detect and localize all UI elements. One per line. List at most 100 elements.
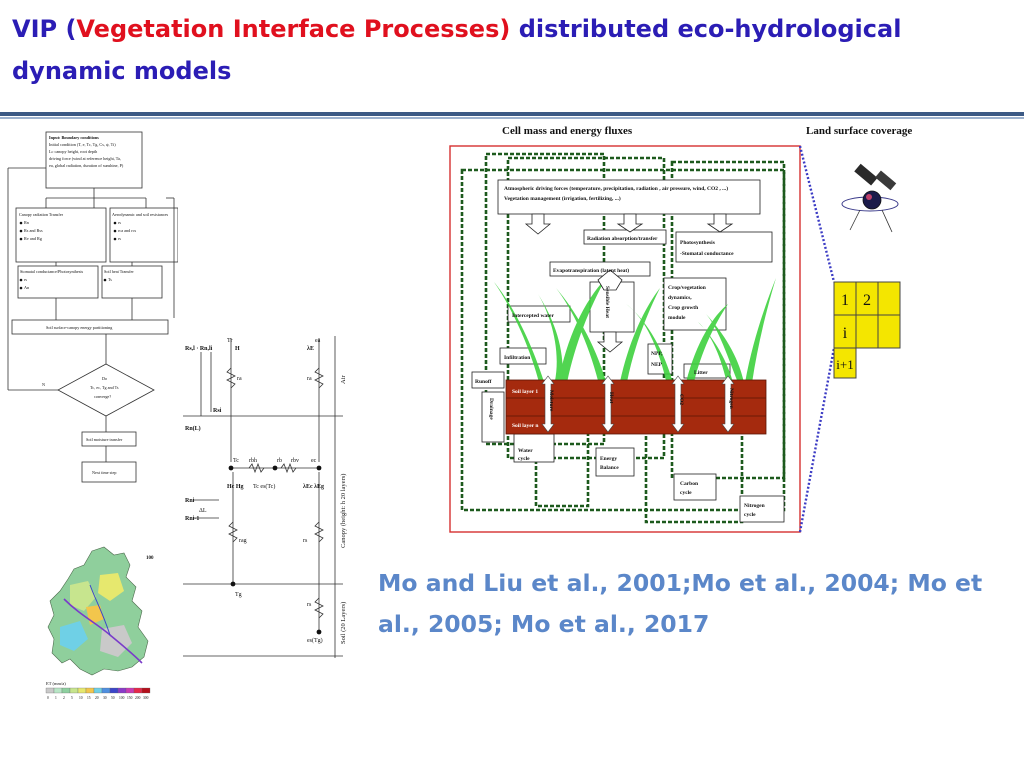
flow-soilheat-1: Ts (108, 277, 112, 282)
flux-carbon-1: Carbon (680, 481, 698, 487)
flow-aero-3: rs (118, 236, 121, 241)
res-ra-right: ra (307, 376, 312, 382)
flux-crop-4: module (668, 315, 686, 321)
flux-crop-3: Crop growth (668, 305, 698, 311)
legend-swatch (69, 687, 79, 694)
res-Tc-e: Tc es(Tc) (253, 483, 275, 490)
legend-value: 200 (135, 696, 141, 700)
res-rs-canopy: rs (303, 538, 308, 544)
map-scale: 100 (146, 556, 154, 561)
res-Tg: Tg (235, 592, 242, 598)
res-H: H (235, 346, 240, 352)
flux-drainage: Drainage (488, 398, 494, 420)
res-Rni1: Rni-1 (185, 516, 199, 522)
res-Rni: Rni (185, 498, 195, 504)
flux-heat: Heat (608, 392, 614, 403)
flux-intercepted: Intercepted water (512, 313, 554, 319)
flow-next-step: Next time step (92, 470, 116, 475)
flux-forcing-2: Vegetation management (irrigation, ferti… (504, 195, 621, 202)
flux-header-right: Land surface coverage (806, 125, 912, 137)
flow-aero-title: Aerodynamic and soil resistances (112, 212, 169, 217)
res-rb: rb (277, 458, 282, 464)
legend-value: 2 (63, 696, 65, 700)
res-ra-left: ra (237, 376, 242, 382)
flow-no-label: N (42, 382, 45, 387)
flow-decision-3: converge? (94, 394, 111, 399)
flux-forcing-1: Atmospheric driving forces (temperature,… (504, 185, 728, 192)
title-prefix: VIP ( (12, 15, 77, 43)
flux-sensible-heat: Sensible Heat (604, 286, 610, 318)
legend-swatch (77, 687, 87, 694)
res-deltaL: ΔL (199, 508, 207, 514)
flux-crop-1: Crop/vegetation (668, 285, 706, 291)
flux-water-cycle-2: cycle (518, 456, 530, 462)
res-air-label: Air (340, 375, 347, 385)
res-rs-soil: rs (307, 602, 312, 608)
res-ea-top: ea (315, 338, 321, 344)
flux-evapotranspiration: Evapotranspiration (latent heat) (553, 267, 629, 274)
grid-cell-i: i (843, 325, 848, 342)
flux-co2: CO2 (678, 394, 684, 405)
res-soil-label: Soil (20 Layers) (340, 602, 347, 644)
flux-soil-layer-n: Soil layer n (512, 423, 539, 429)
flow-partition: Soil surface-canopy energy partitioning (46, 325, 113, 330)
legend-value: 50 (111, 696, 115, 700)
grid-cell-i1: i+1 (836, 357, 853, 372)
title-divider (0, 112, 1024, 116)
legend-value: 5 (71, 696, 73, 700)
legend-swatch (85, 687, 95, 694)
flow-input-line-3: Lc canopy height, root depth (49, 149, 98, 155)
flow-decision-1: Do (102, 376, 107, 381)
res-Hc-Hg: Hc Hg (227, 484, 244, 490)
res-T-top: Tr (227, 338, 232, 344)
flux-crop-2: dynamics, (668, 295, 692, 301)
flow-radiation-3: Rv and Rg (24, 236, 43, 241)
flux-soil-layer-1: Soil layer 1 (512, 389, 538, 395)
res-lambdaEc: λEc λEg (303, 484, 324, 490)
legend-value: 1 (55, 696, 57, 700)
slide-title: VIP (Vegetation Interface Processes) dis… (12, 8, 1012, 92)
res-Rsi: Rsi (213, 408, 222, 414)
flux-litter: Litter (694, 370, 708, 376)
flux-moisture: Moisture (548, 390, 554, 412)
flux-radiation: Radiation absorption/transfer (587, 236, 658, 242)
res-rag: rag (239, 538, 247, 544)
flow-bullets (19, 221, 117, 290)
flux-carbon-2: cycle (680, 490, 692, 496)
citation-text: Mo and Liu et al., 2001;Mo et al., 2004;… (378, 569, 983, 638)
flow-soil-moisture: Soil moisture transfer (86, 437, 123, 442)
title-highlight: Vegetation Interface Processes) (76, 15, 511, 43)
flow-decision-2: Tc, ec, Tg and Ts (90, 385, 119, 391)
legend-value: 15 (87, 696, 91, 700)
title-divider-shadow (0, 117, 1024, 119)
flux-energy-1: Energy (600, 456, 617, 462)
resistance-network-figure: Rs,l · Rn,li Tr H ea λE ra ra Rsi Rn(L) … (183, 336, 347, 658)
legend-value: 300 (143, 696, 149, 700)
legend-swatch (53, 687, 63, 694)
flow-radiation-2: Rs and Rss (24, 228, 43, 233)
flux-energy-2: Balance (600, 465, 619, 471)
legend-value: 100 (119, 696, 125, 700)
flow-aero-2: rca and rcs (118, 228, 137, 233)
legend-value: 30 (103, 696, 107, 700)
flow-radiation-1: Rn (24, 220, 30, 225)
legend-swatch (125, 687, 135, 694)
vertical-flux-arrows (541, 375, 735, 433)
legend-value: 20 (95, 696, 99, 700)
grid-cell-2: 2 (863, 292, 871, 309)
legend-swatch (61, 687, 71, 694)
fluxes-figure: Cell mass and energy fluxes Land surface… (449, 125, 912, 533)
flow-radiation-title: Canopy radiation Transfer (19, 212, 64, 217)
flux-water-cycle-1: Water (518, 448, 533, 454)
flow-stomatal-title: Stomatal conductance/Photosynthesis (20, 269, 84, 274)
legend-swatch (133, 687, 143, 694)
res-Rn-L: Rn(L) (185, 425, 201, 432)
flowchart-figure: Input: Boundary conditions Initial condi… (7, 131, 178, 483)
legend-swatch (109, 687, 119, 694)
flux-infiltration: Infiltration (504, 355, 530, 361)
flux-photosynthesis-2: -Stomatal conductance (680, 251, 734, 257)
land-grid (833, 281, 901, 379)
flow-aero-1: rs (118, 220, 121, 225)
legend-swatch (45, 687, 55, 694)
